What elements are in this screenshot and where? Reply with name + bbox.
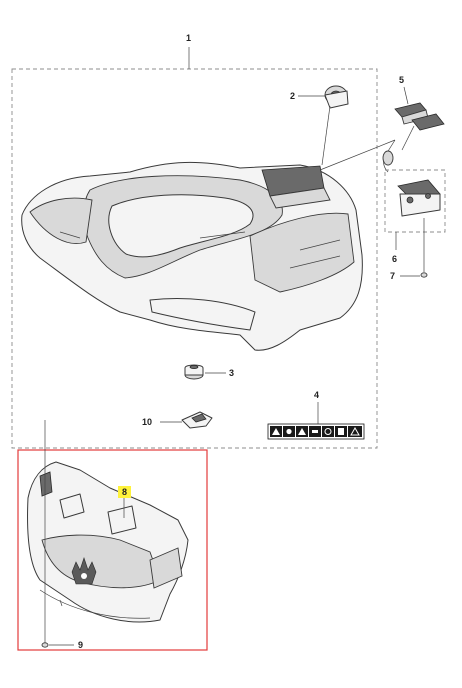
callout-10: 10	[142, 417, 152, 427]
callout-9: 9	[78, 640, 83, 650]
callout-1: 1	[186, 33, 191, 43]
assembly-6-boundary	[384, 169, 446, 233]
crown-logo	[71, 557, 97, 585]
part-10-bracket	[181, 411, 213, 429]
blade-icon	[312, 430, 318, 433]
stop-icon	[324, 428, 332, 435]
callout-5: 5	[399, 75, 404, 85]
part-9-screw	[41, 420, 49, 648]
part-7-screw	[420, 218, 428, 278]
part-2-cap	[324, 85, 349, 109]
callout-7: 7	[390, 271, 395, 281]
leader-2-to-cover	[321, 105, 331, 166]
leader-5	[403, 86, 409, 105]
warning-icon	[298, 428, 306, 435]
warning-icon	[272, 428, 280, 435]
hand-icon	[286, 428, 292, 435]
leader-5-to-switch	[401, 125, 415, 151]
part-5-connector	[394, 102, 445, 131]
highlight-frame	[17, 449, 208, 651]
callout-4: 4	[314, 390, 319, 400]
part-8-front-cover	[27, 461, 189, 623]
callout-6: 6	[392, 254, 397, 264]
callout-3: 3	[229, 368, 234, 378]
callout-8: 8	[122, 487, 127, 497]
book-icon	[338, 428, 344, 435]
part-4-warning-decal	[267, 423, 365, 440]
top-cover	[21, 161, 363, 351]
part-3-knob	[184, 364, 204, 380]
callout-2: 2	[290, 91, 295, 101]
part-6-switch-housing	[382, 150, 441, 217]
lift-icon	[350, 426, 360, 436]
assembly-1-boundary	[11, 68, 378, 449]
callout-8-highlight	[118, 486, 131, 498]
